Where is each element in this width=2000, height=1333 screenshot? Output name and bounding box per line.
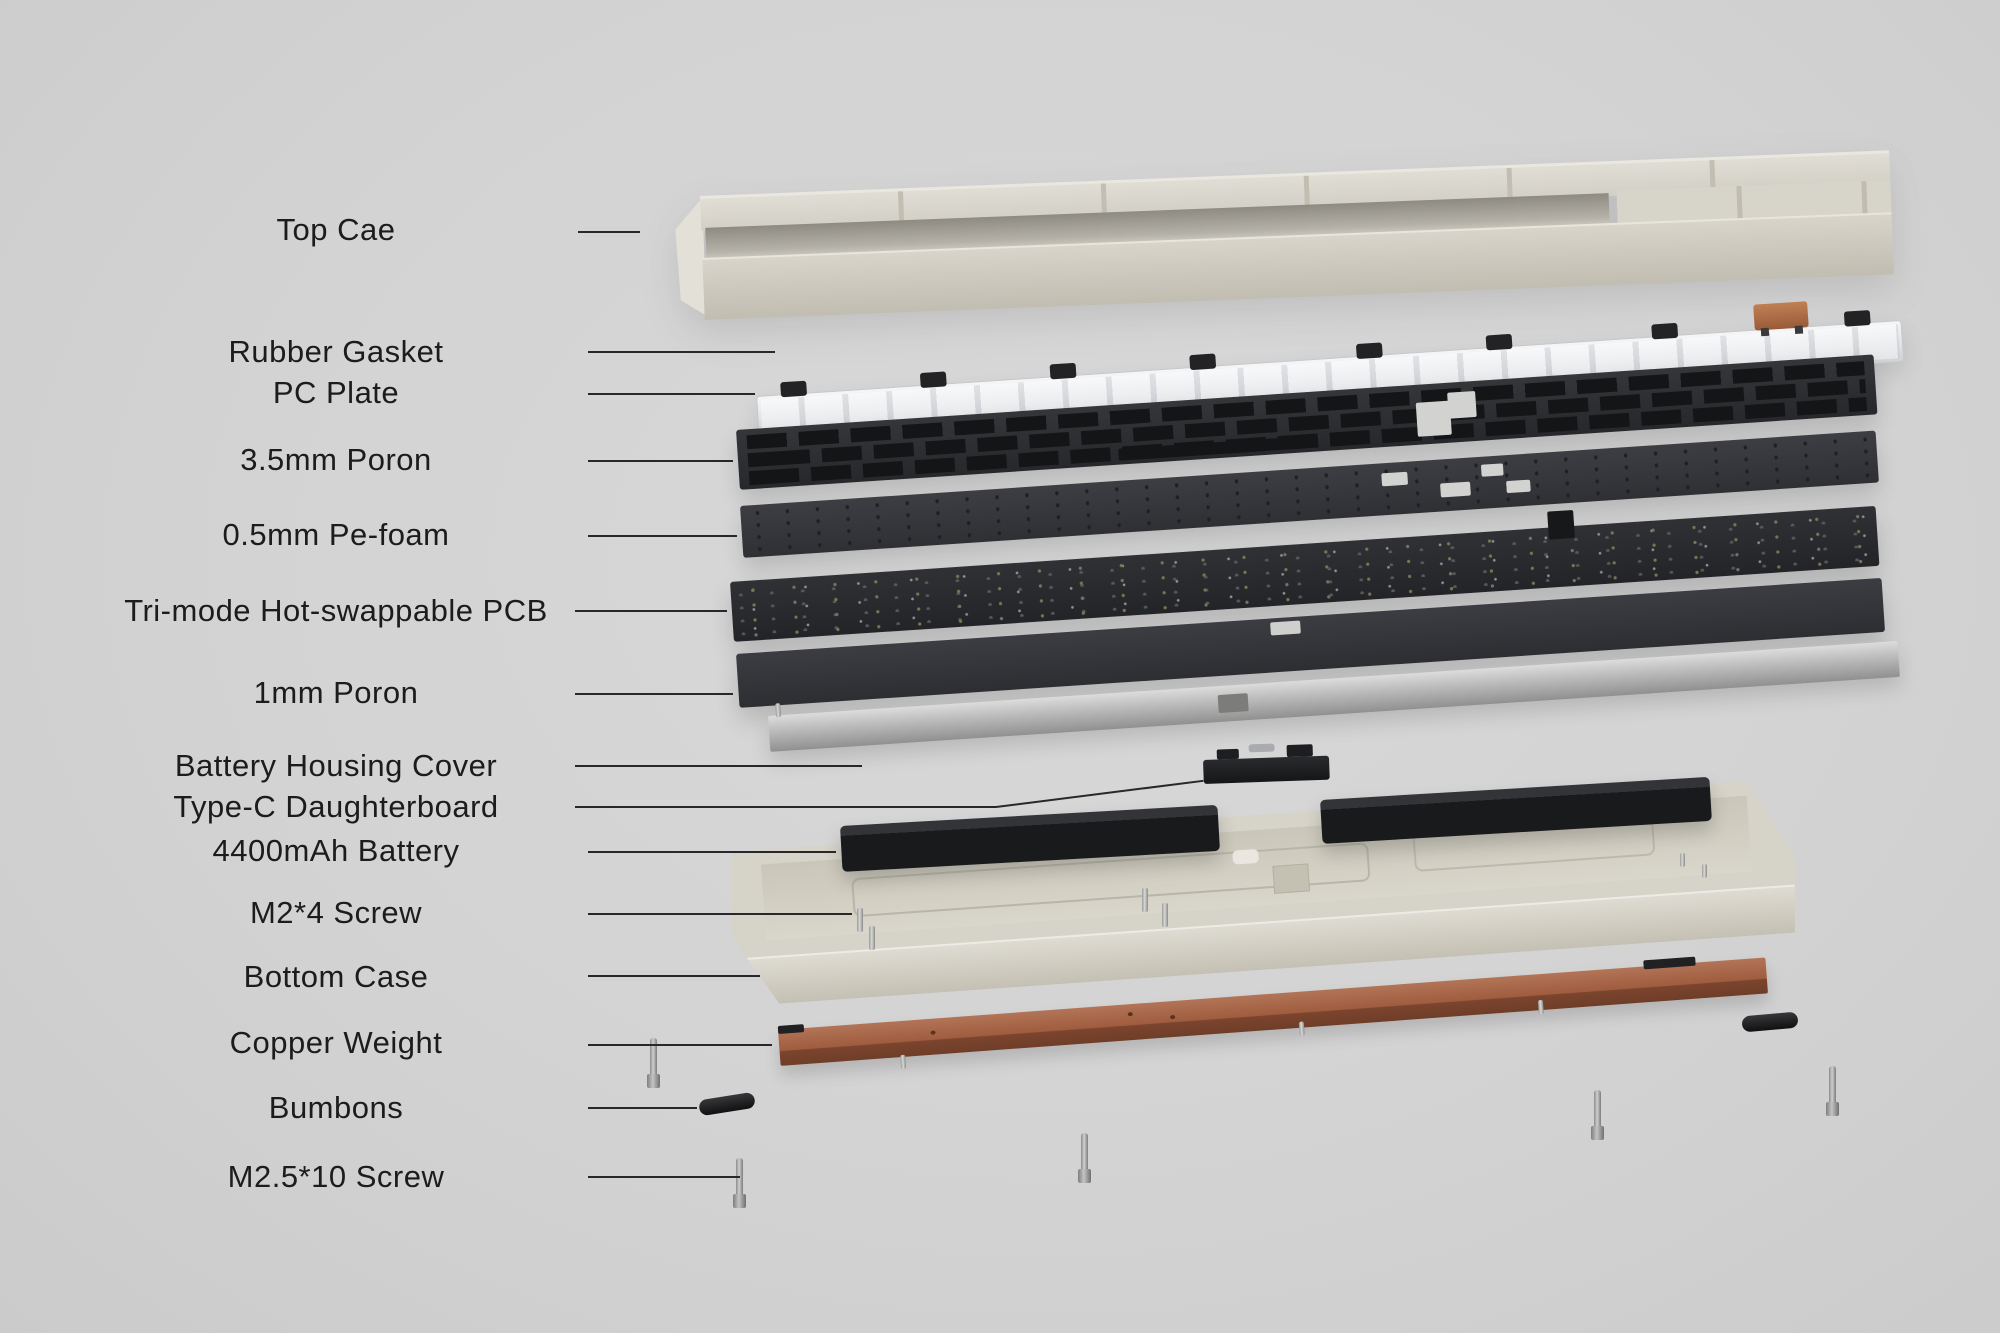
pe-foam-cutout bbox=[1381, 471, 1409, 487]
rotary-encoder bbox=[1753, 301, 1809, 337]
label-poron-3-5mm: 3.5mm Poron bbox=[240, 442, 432, 477]
encoder-leg bbox=[1760, 327, 1770, 337]
screw-shaft bbox=[1594, 1090, 1601, 1128]
screw-head bbox=[733, 1194, 746, 1208]
m2x4-screw-item bbox=[857, 908, 863, 932]
label-pc-plate: PC Plate bbox=[272, 375, 400, 410]
leader-m2-5x10-screw bbox=[588, 1176, 740, 1178]
leader-bottom-case bbox=[588, 975, 760, 977]
rubber-gasket-block bbox=[1189, 353, 1217, 371]
leader-poron-3-5mm bbox=[588, 460, 733, 462]
screw-shaft bbox=[1829, 1066, 1836, 1104]
poron-open-cutout bbox=[1415, 400, 1452, 437]
copper-screw-hole bbox=[930, 1030, 936, 1035]
top-case bbox=[700, 150, 1894, 320]
leader-copper-weight bbox=[588, 1044, 772, 1046]
daughterboard-component bbox=[1286, 744, 1313, 758]
m2x4-screw-item bbox=[1162, 903, 1168, 927]
battery-cover-cutout bbox=[1217, 693, 1249, 714]
m2x4-screw-item bbox=[1680, 853, 1685, 867]
label-battery-housing-cover: Battery Housing Cover bbox=[174, 748, 498, 783]
rubber-gasket-block bbox=[1843, 309, 1871, 327]
bottom-case-square-recess bbox=[1272, 863, 1310, 893]
encoder-leg bbox=[1794, 325, 1804, 334]
type-c-port bbox=[1248, 743, 1275, 753]
m2x4-screw-item bbox=[1702, 864, 1707, 878]
leader-type-c-daughterboard bbox=[575, 806, 996, 808]
label-battery: 4400mAh Battery bbox=[212, 833, 460, 868]
bumpon bbox=[1741, 1011, 1799, 1033]
screw-head bbox=[1591, 1126, 1604, 1140]
bottom-case-notch bbox=[1232, 849, 1259, 865]
m2x4-screw-item bbox=[869, 926, 875, 950]
daughterboard-component bbox=[1216, 748, 1239, 760]
leader-battery bbox=[588, 851, 836, 853]
bumpon bbox=[698, 1091, 756, 1117]
leader-rubber-gasket bbox=[588, 351, 775, 353]
screw-head bbox=[647, 1074, 660, 1088]
rubber-gasket-block bbox=[1651, 322, 1679, 340]
label-pcb: Tri-mode Hot-swappable PCB bbox=[124, 593, 548, 628]
copper-screw-hole bbox=[1169, 1014, 1176, 1020]
label-pe-foam: 0.5mm Pe-foam bbox=[222, 517, 450, 552]
pe-foam-cutout bbox=[1440, 481, 1471, 498]
leader-pc-plate bbox=[588, 393, 755, 395]
leader-m2x4-screw bbox=[588, 913, 852, 915]
rubber-gasket-block bbox=[919, 371, 947, 389]
label-bumbons: Bumbons bbox=[268, 1090, 404, 1125]
copper-weight-clip bbox=[1643, 956, 1696, 970]
leader-top-case bbox=[578, 231, 640, 233]
screw-shaft bbox=[1081, 1133, 1088, 1171]
leader-poron-1mm bbox=[575, 693, 733, 695]
pe-foam-cutout bbox=[1480, 463, 1504, 477]
leader-pe-foam bbox=[588, 535, 737, 537]
label-m2x4-screw: M2*4 Screw bbox=[249, 895, 423, 930]
leader-bumbons bbox=[588, 1107, 697, 1109]
rubber-gasket-block bbox=[1355, 342, 1383, 360]
label-poron-1mm: 1mm Poron bbox=[253, 675, 419, 710]
type-c-daughterboard bbox=[1203, 743, 1330, 784]
screw-shaft bbox=[650, 1038, 657, 1076]
copper-weight-clip bbox=[777, 1024, 805, 1034]
label-m2-5x10-screw: M2.5*10 Screw bbox=[227, 1159, 445, 1194]
label-copper-weight: Copper Weight bbox=[229, 1025, 443, 1060]
copper-pin bbox=[900, 1054, 907, 1070]
copper-screw-hole bbox=[1127, 1011, 1133, 1017]
label-top-case: Top Cae bbox=[276, 212, 396, 247]
poron-1mm-cutout bbox=[1270, 620, 1301, 636]
m2x4-screw-item bbox=[1142, 888, 1148, 912]
poron-open-cutout bbox=[1447, 390, 1477, 419]
rubber-gasket-block bbox=[1049, 362, 1077, 380]
leader-battery-housing-cover bbox=[575, 765, 862, 767]
label-rubber-gasket: Rubber Gasket bbox=[228, 334, 444, 369]
pe-foam-cutout bbox=[1506, 479, 1531, 494]
screw-head bbox=[1078, 1169, 1091, 1183]
leader-type-c-daughterboard-diagonal bbox=[995, 779, 1204, 808]
leader-pcb bbox=[575, 610, 727, 612]
rubber-gasket-block bbox=[780, 380, 808, 398]
label-bottom-case: Bottom Case bbox=[243, 959, 429, 994]
cover-screw bbox=[775, 703, 782, 718]
pcb-component bbox=[1547, 509, 1575, 540]
rubber-gasket-block bbox=[1485, 333, 1513, 351]
copper-pin bbox=[1537, 999, 1544, 1015]
label-type-c-daughterboard: Type-C Daughterboard bbox=[173, 789, 499, 824]
copper-pin bbox=[1298, 1021, 1305, 1036]
screw-head bbox=[1826, 1102, 1839, 1116]
